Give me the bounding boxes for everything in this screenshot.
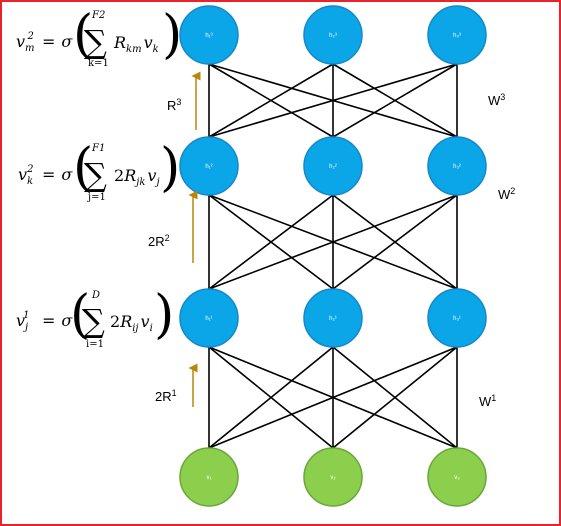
node-circle xyxy=(179,5,239,65)
node-circle xyxy=(427,136,487,196)
edge-layer1-3-to-visible-1 xyxy=(208,346,458,449)
edge-layer2-3-to-layer1-2 xyxy=(332,194,458,290)
eq1-sum-symbol: ∑ xyxy=(82,302,105,340)
edge-layer2-2-to-layer1-1 xyxy=(208,194,334,290)
edge-layer3-3-to-layer2-2 xyxy=(332,63,458,138)
node-layer1-2: h₂¹ xyxy=(303,288,363,348)
node-layer3-1: h₁³ xyxy=(179,5,239,65)
eq3-sum-symbol: ∑ xyxy=(84,23,107,61)
node-label: h₁² xyxy=(205,164,212,170)
node-circle xyxy=(179,447,239,507)
node-visible-3: v₃ xyxy=(427,447,487,507)
node-layer1-3: h₃¹ xyxy=(427,288,487,348)
node-circle xyxy=(303,5,363,65)
node-circle xyxy=(427,288,487,348)
node-circle xyxy=(179,136,239,196)
node-layer3-3: h₃³ xyxy=(427,5,487,65)
eq3-paren-right: ) xyxy=(162,5,182,65)
node-circle xyxy=(427,5,487,65)
node-circle xyxy=(303,288,363,348)
eq1-sum-upper: D xyxy=(91,290,100,301)
node-label: h₁³ xyxy=(205,33,212,39)
node-circle xyxy=(427,447,487,507)
node-label: v₁ xyxy=(206,475,211,481)
eq3-sum-upper: F2 xyxy=(91,10,105,21)
eq2-sum-upper: F1 xyxy=(91,143,105,154)
eq1-lhs: vj1 xyxy=(16,310,30,333)
node-circle xyxy=(303,136,363,196)
node-label: h₁¹ xyxy=(205,316,212,322)
node-label: h₃² xyxy=(453,164,461,170)
eq3-sum-lower: k=1 xyxy=(88,58,109,69)
node-layer2-1: h₁² xyxy=(179,136,239,196)
eq2-sum-lower: j=1 xyxy=(87,192,106,203)
eq1-paren-left: ( xyxy=(70,285,90,345)
node-label: h₂¹ xyxy=(329,316,337,322)
eq1-paren-right: ) xyxy=(154,285,174,345)
eq1-sum-lower: i=1 xyxy=(86,339,104,350)
node-layer: h₁³ h₂³ h₃³ h₁² h₂² h₃² h₁¹ h₂¹ h₃¹ v₁ v₂ v₃ xyxy=(179,5,487,507)
eq2-paren-left: ( xyxy=(73,138,93,198)
node-layer1-1: h₁¹ xyxy=(179,288,239,348)
node-circle xyxy=(303,447,363,507)
node-circle xyxy=(179,288,239,348)
node-visible-1: v₁ xyxy=(179,447,239,507)
eq1-equals: =σ xyxy=(42,311,73,330)
eq3-lhs: vm2 xyxy=(16,31,35,54)
edge-layer xyxy=(208,63,458,449)
arrow-label-r1: 2R1 xyxy=(155,388,177,404)
node-label: v₂ xyxy=(330,475,336,481)
weight-label-w1: W1 xyxy=(479,393,496,409)
eq2-lhs: vk2 xyxy=(18,164,33,187)
node-layer2-3: h₃² xyxy=(427,136,487,196)
eq2-equals: =σ xyxy=(42,165,73,184)
edge-layer1-2-to-visible-1 xyxy=(208,346,334,449)
node-layer2-2: h₂² xyxy=(303,136,363,196)
edge-layer1-3-to-visible-2 xyxy=(332,346,458,449)
node-label: h₃³ xyxy=(453,33,461,39)
node-layer3-2: h₂³ xyxy=(303,5,363,65)
node-label: h₂³ xyxy=(329,33,337,39)
node-label: h₃¹ xyxy=(453,316,461,322)
edge-layer2-3-to-layer1-1 xyxy=(208,194,458,290)
weight-label-w3: W3 xyxy=(488,92,505,108)
arrow-label-r2: 2R2 xyxy=(148,233,170,249)
arrow-label-r3: R3 xyxy=(167,97,181,113)
weight-label-w2: W2 xyxy=(498,186,515,202)
node-label: h₂² xyxy=(329,164,337,170)
eq3-equals: =σ xyxy=(42,32,73,51)
edge-layer3-2-to-layer2-1 xyxy=(208,63,334,138)
eq2-sum-symbol: ∑ xyxy=(84,156,107,194)
eq3-paren-left: ( xyxy=(73,5,93,65)
edge-layer3-3-to-layer2-1 xyxy=(208,63,458,138)
node-visible-2: v₂ xyxy=(303,447,363,507)
node-label: v₃ xyxy=(454,475,460,481)
eq2-paren-right: ) xyxy=(160,138,180,198)
